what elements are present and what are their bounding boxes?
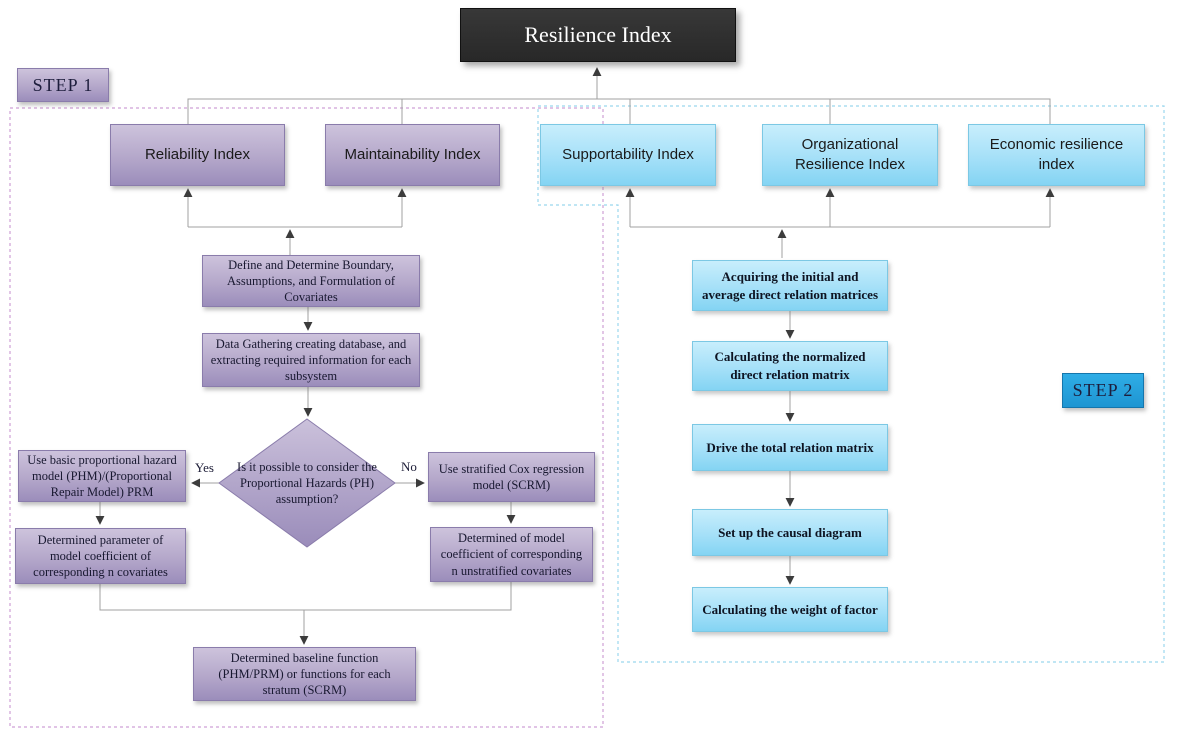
causal-diagram-box: Set up the causal diagram xyxy=(692,509,888,556)
economic-resilience-index-box: Economic resilience index xyxy=(968,124,1145,186)
param-phm-box: Determined parameter of model coefficien… xyxy=(15,528,186,584)
yes-label: Yes xyxy=(195,460,214,475)
use-phm-box: Use basic proportional hazard model (PHM… xyxy=(18,450,186,502)
param-scrm-box: Determined of model coefficient of corre… xyxy=(430,527,593,582)
step1-feed-connectors xyxy=(183,188,407,255)
organizational-resilience-index-box: Organizational Resilience Index xyxy=(762,124,938,186)
total-relation-matrix-box: Drive the total relation matrix xyxy=(692,424,888,471)
resilience-index-box: Resilience Index xyxy=(460,8,736,62)
maintainability-index-box: Maintainability Index xyxy=(325,124,500,186)
normalized-matrix-box: Calculating the normalized direct relati… xyxy=(692,341,888,391)
define-boundary-box: Define and Determine Boundary, Assumptio… xyxy=(202,255,420,307)
decision-diamond xyxy=(218,418,396,548)
baseline-function-box: Determined baseline function (PHM/PRM) o… xyxy=(193,647,416,701)
step2-region-border xyxy=(537,105,1165,663)
use-scrm-box: Use stratified Cox regression model (SCR… xyxy=(428,452,595,502)
acquiring-matrices-box: Acquiring the initial and average direct… xyxy=(692,260,888,311)
step1-label: STEP 1 xyxy=(17,68,109,102)
step1-chain-arrows xyxy=(95,307,516,645)
supportability-index-box: Supportability Index xyxy=(540,124,716,186)
top-bus-connectors xyxy=(187,67,1051,124)
no-label: No xyxy=(401,459,417,474)
ph-assumption-decision-text: Is it possible to consider the Proportio… xyxy=(237,459,377,507)
data-gathering-box: Data Gathering creating database, and ex… xyxy=(202,333,420,387)
reliability-index-box: Reliability Index xyxy=(110,124,285,186)
step1-region-border xyxy=(9,107,604,728)
step2-label: STEP 2 xyxy=(1062,373,1144,408)
step2-feed-connectors xyxy=(625,188,1055,258)
weight-of-factor-box: Calculating the weight of factor xyxy=(692,587,888,632)
